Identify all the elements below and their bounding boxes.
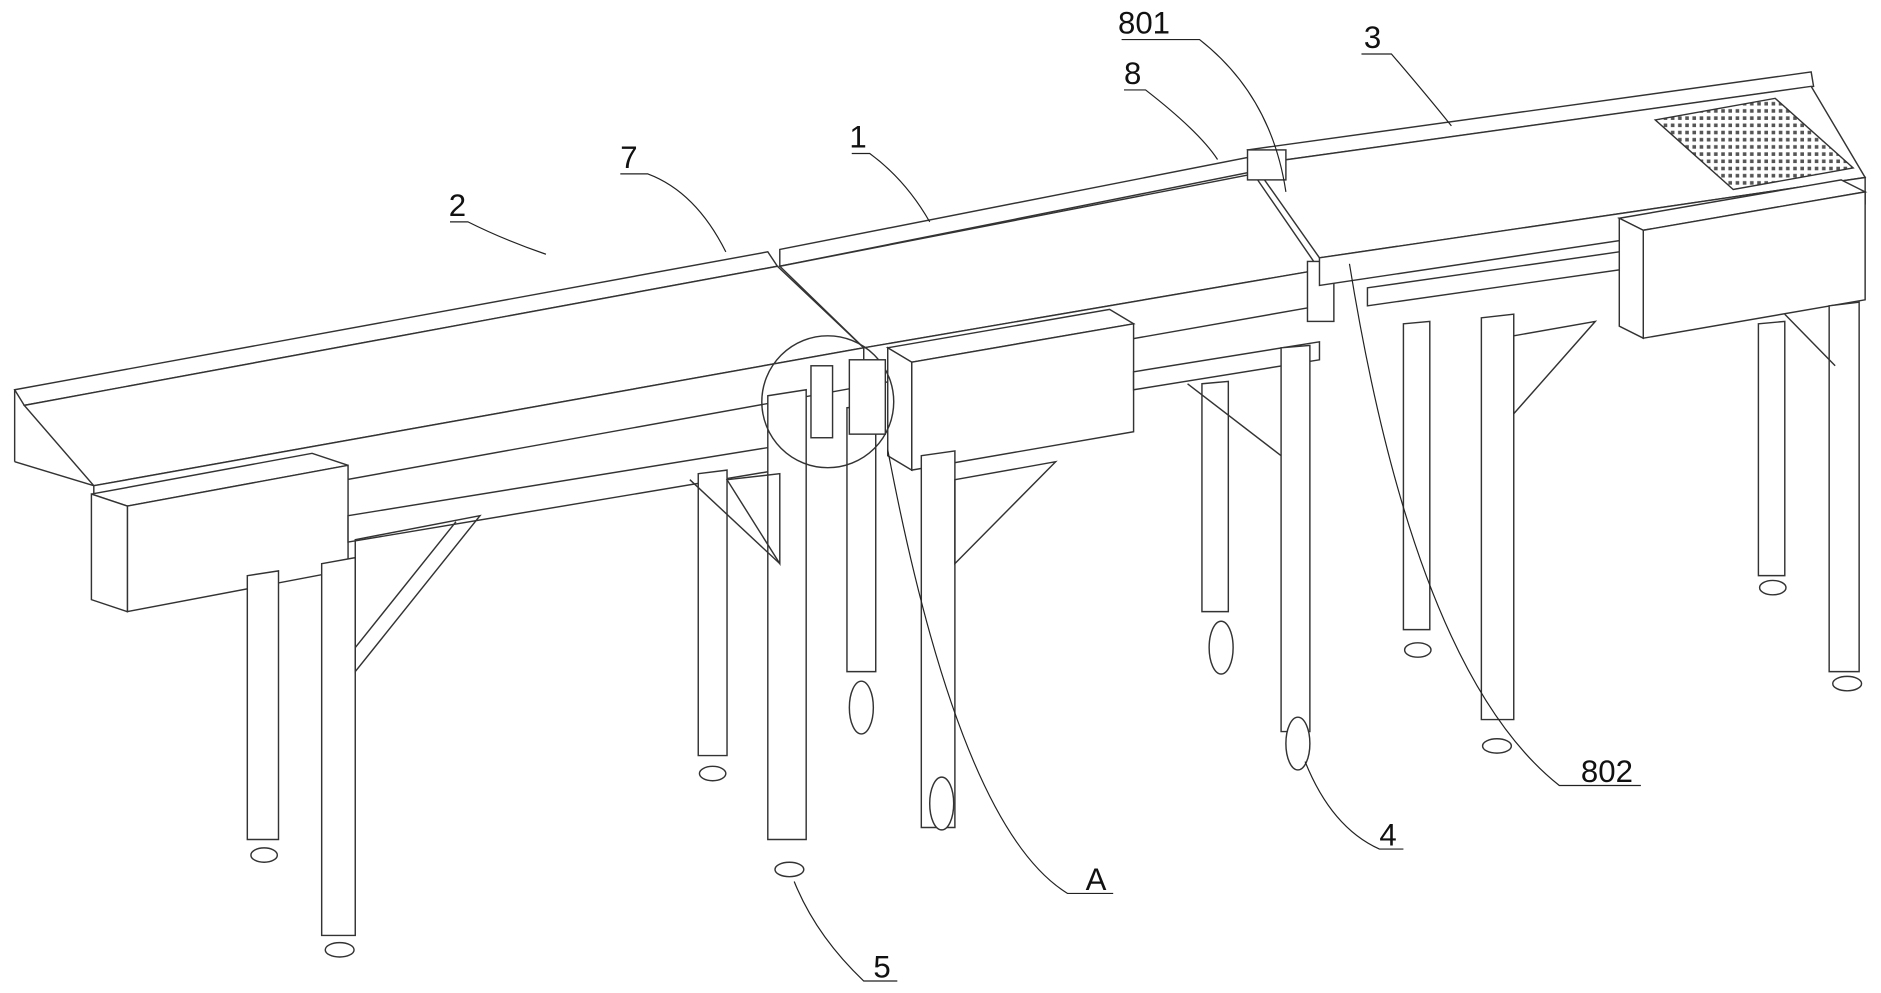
label-8: 8	[1124, 56, 1141, 91]
label-1: 1	[849, 120, 866, 155]
label-2: 2	[449, 188, 466, 223]
label-801: 801	[1118, 6, 1170, 41]
conveyor-section-1	[762, 150, 1368, 830]
label-5: 5	[873, 949, 890, 984]
label-4: 4	[1379, 817, 1396, 852]
conveyor-section-3	[1248, 72, 1866, 753]
label-802: 802	[1581, 754, 1633, 789]
label-A: A	[1086, 862, 1107, 897]
label-3: 3	[1364, 20, 1381, 55]
label-7: 7	[620, 140, 637, 175]
conveyor-section-2	[15, 252, 864, 957]
